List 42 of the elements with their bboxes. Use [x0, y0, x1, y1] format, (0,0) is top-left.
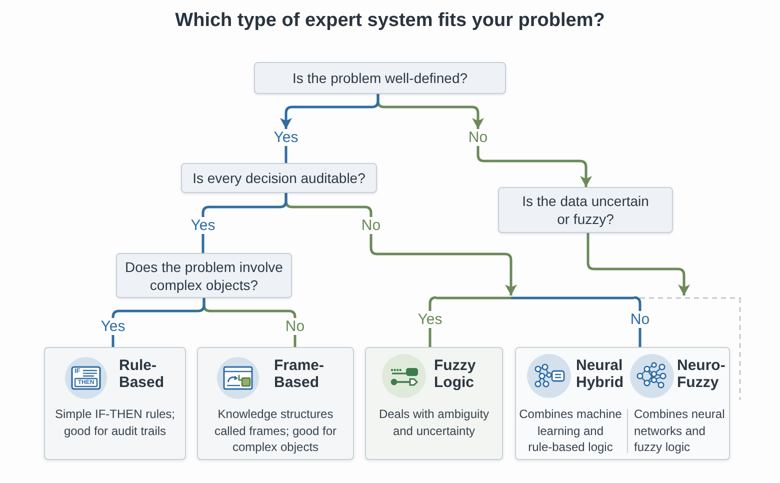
- branch-label: Yes: [274, 129, 298, 146]
- connector-line: [294, 335, 296, 347]
- arrow: [586, 233, 690, 296]
- question-box: Is the data uncertain or fuzzy?: [498, 187, 673, 233]
- card-description: Combines machine learning and rule-based logic: [518, 406, 623, 456]
- branch-label: No: [285, 318, 305, 335]
- connector-line: [202, 193, 288, 217]
- card-description: Simple IF-THEN rules; good for audit trails: [54, 406, 176, 439]
- result-card: [197, 347, 354, 460]
- diagram-title: Which type of expert system fits your problem?: [175, 9, 605, 33]
- card-title: Neural Hybrid: [576, 357, 625, 391]
- card-title: Neuro-Fuzzy: [677, 357, 726, 391]
- connector-line: [284, 146, 288, 163]
- branch-label: Yes: [100, 318, 126, 335]
- connector-line: [638, 328, 642, 347]
- card-title: Fuzzy Logic: [434, 357, 477, 391]
- result-card: [365, 347, 503, 460]
- result-card: [44, 347, 186, 460]
- question-box: Is every decision auditable?: [181, 163, 377, 193]
- arrow: [476, 146, 592, 187]
- connector-line: [112, 335, 114, 347]
- card-title: Frame-Based: [274, 357, 326, 391]
- question-box: Is the problem well-defined?: [254, 62, 506, 94]
- connector-line: [112, 298, 206, 318]
- card-description: Combines neural networks and fuzzy logic: [634, 406, 726, 456]
- card-description: Knowledge structures called frames; good for complex objects: [213, 406, 338, 456]
- branch-label: No: [361, 217, 381, 234]
- card-title: Rule-Based: [119, 357, 166, 391]
- branch-label: Yes: [418, 311, 442, 328]
- branch-label: No: [468, 129, 488, 146]
- arrow: [370, 234, 517, 296]
- connector-line: [632, 296, 642, 311]
- card-description: Deals with ambiguity and uncertainty: [378, 406, 490, 439]
- connector-line: [202, 234, 204, 253]
- arrow: [280, 94, 380, 129]
- junction-line: [436, 296, 741, 300]
- result-card: [515, 347, 730, 460]
- connector-line: [428, 296, 438, 311]
- branch-label: Yes: [190, 217, 216, 234]
- branch-label: No: [630, 311, 650, 328]
- question-box: Does the problem involve complex objects?: [116, 253, 292, 298]
- connector-line: [428, 328, 432, 347]
